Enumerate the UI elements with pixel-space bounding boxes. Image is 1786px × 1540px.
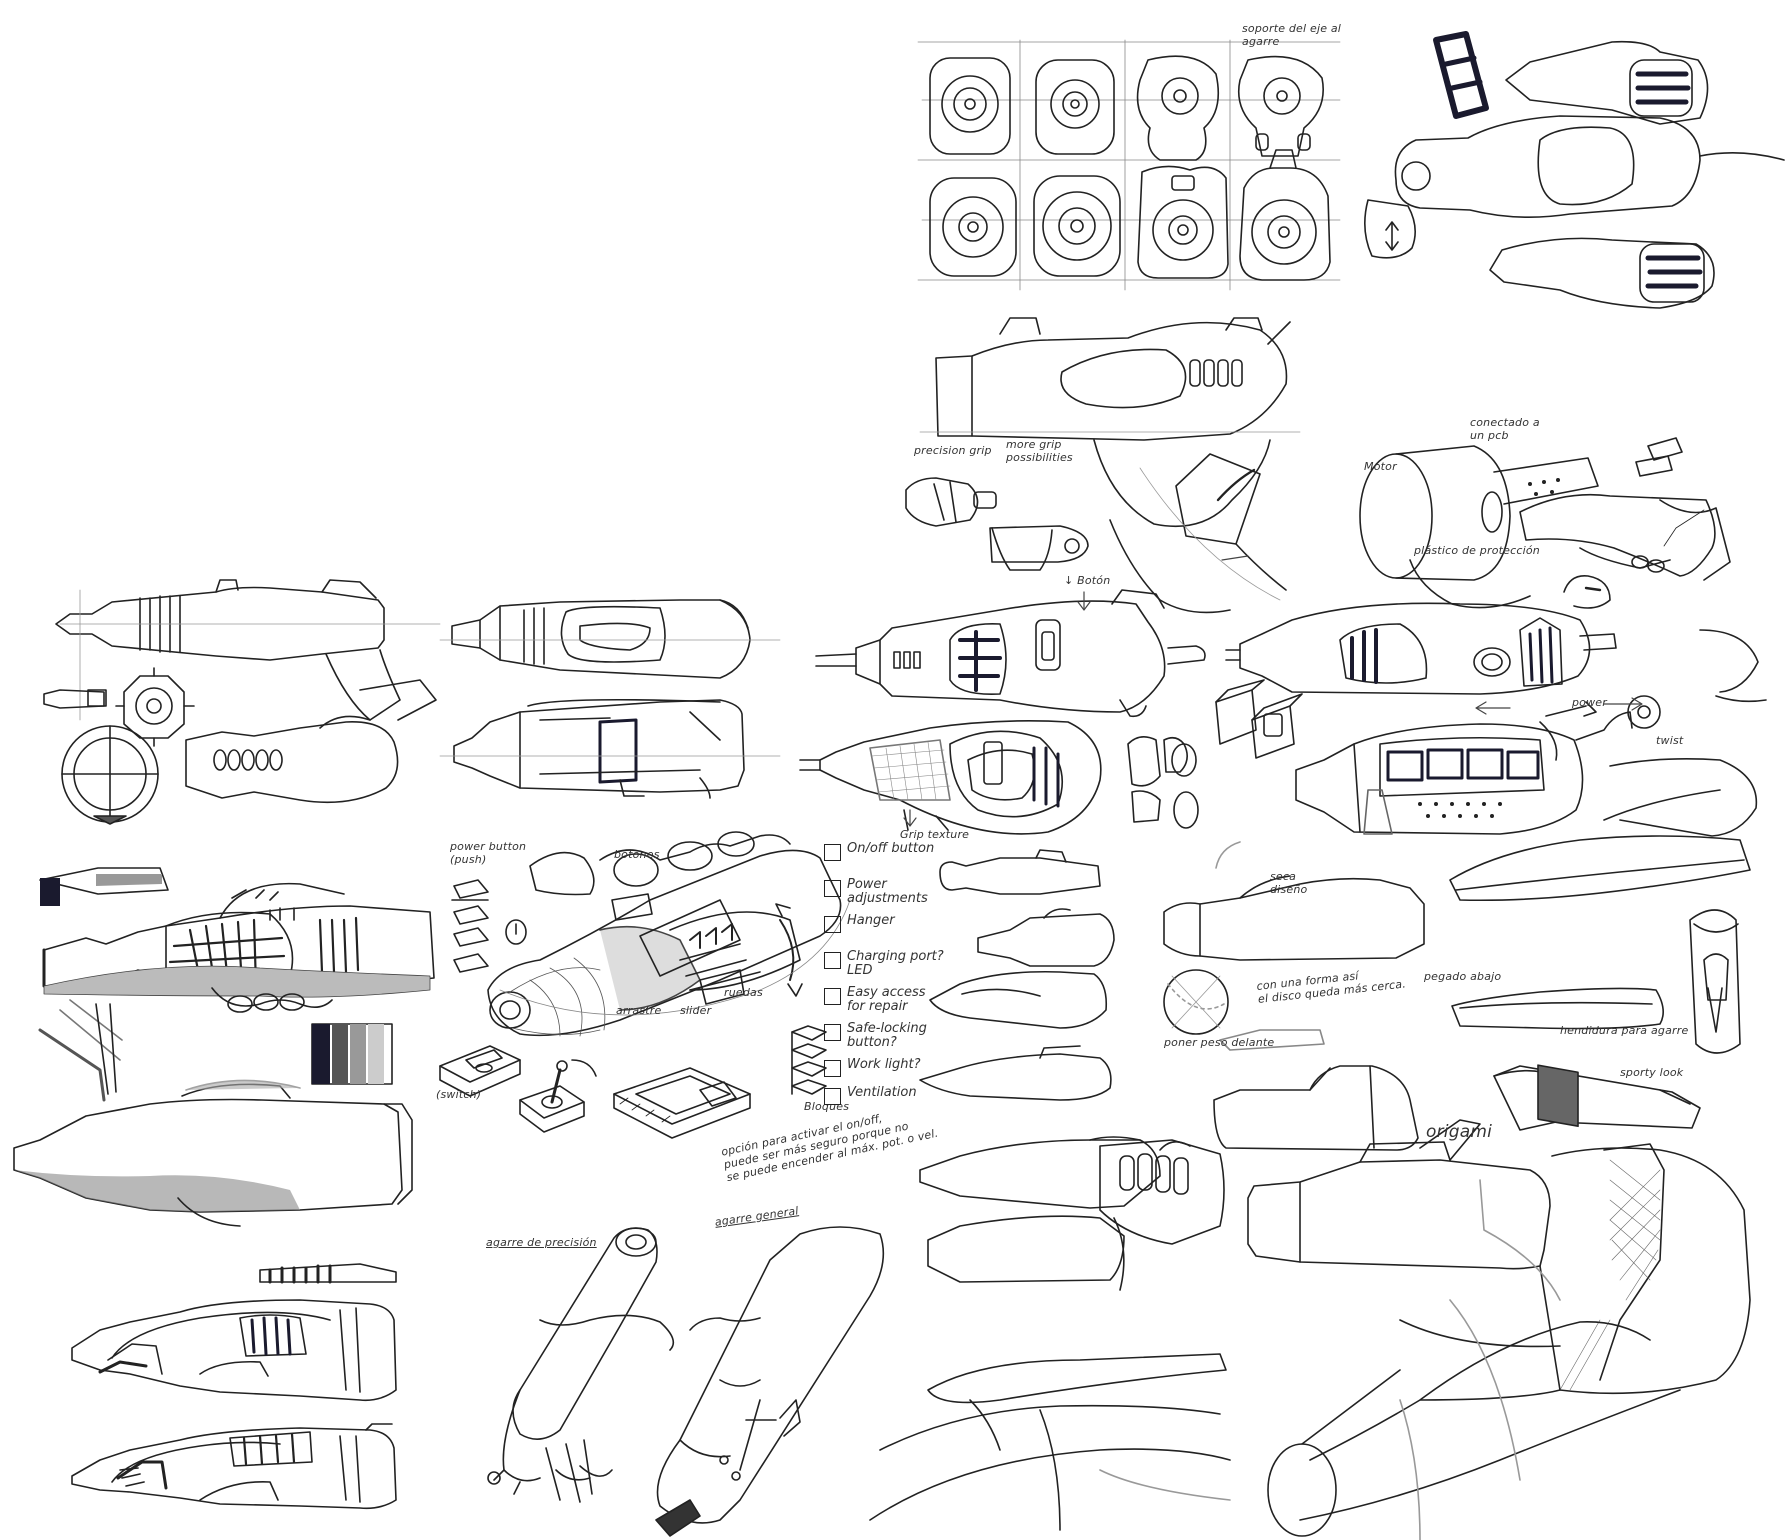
checklist-label: Ventilation: [847, 1085, 917, 1100]
grid-cross-section-sketches: [917, 39, 1341, 291]
left-tool-sketch-1: [43, 579, 441, 825]
checklist-label: Safe-locking button?: [847, 1021, 927, 1050]
checklist-item: Work light?: [824, 1058, 944, 1086]
checklist-item: On/off button: [824, 842, 944, 878]
cross-section-2: [1035, 59, 1115, 155]
annotation-arrastre: arrastre: [616, 1004, 662, 1017]
dremel-grip-sketch-bottom: [919, 1136, 1225, 1291]
left-tool-sketch-2: [185, 715, 399, 804]
sweeping-form-sketches: [869, 1353, 1231, 1531]
cross-section-1: [929, 57, 1011, 155]
annotation-hendidura: hendidura para agarre: [1560, 1024, 1689, 1037]
cross-section-3: [1136, 55, 1220, 161]
annotation-poner-peso: poner peso delante: [1164, 1036, 1275, 1049]
small-grip-sketches: [905, 477, 1089, 571]
tool-sketch-top-right-1: [1505, 40, 1709, 125]
checkbox: [824, 916, 841, 933]
checkbox: [824, 1024, 841, 1041]
dremel-tool-sketch-4-dotted: [1295, 695, 1661, 835]
checkbox: [824, 988, 841, 1005]
cross-section-4: [1237, 55, 1324, 157]
battery-block-sketches: [1127, 679, 1303, 829]
annotation-pegado-abajo: pegado abajo: [1424, 970, 1502, 983]
dremel-tool-sketch-2: [1225, 575, 1617, 695]
annotation-conectado: conectado a un pcb: [1470, 416, 1540, 442]
annotation-motor: Motor: [1364, 460, 1397, 473]
annotation-grip-texture: Grip texture: [900, 828, 970, 841]
annotation-slider: slider: [680, 1004, 712, 1017]
annotation-more-grip: more grip possibilities: [1006, 438, 1073, 464]
annotation-precision-grip: precision grip: [914, 444, 992, 457]
checkbox: [824, 844, 841, 861]
annotation-plastico: plástico de protección: [1414, 544, 1540, 557]
cross-section-8: [1239, 149, 1331, 281]
rotary-tool-perspective-sketch: [487, 831, 851, 1037]
checkbox: [824, 1088, 841, 1105]
stripe-strip-sketch: [259, 1263, 397, 1284]
cross-section-5: [929, 177, 1017, 277]
checklist-label: Easy access for repair: [847, 985, 926, 1014]
annotation-sporty-look: sporty look: [1620, 1066, 1684, 1079]
checkbox: [824, 1060, 841, 1077]
cross-section-7: [1137, 165, 1229, 279]
pistol-tool-sketch: [919, 317, 1301, 614]
hand-grip-sketches-bottom: [487, 1226, 885, 1537]
dremel-tool-sketch-1: [815, 589, 1206, 718]
checklist-item: Easy access for repair: [824, 986, 944, 1022]
power-button-sketches: [451, 851, 595, 973]
form-study-sketches-center-right: [1163, 841, 1425, 1151]
tool-sketch-top-right-2: [1364, 115, 1785, 259]
bracket-grip-sketch: [1433, 31, 1489, 119]
bottle-sketches-center: [919, 849, 1115, 1101]
checklist-item: Hanger: [824, 914, 944, 950]
switch-and-slider-sketches: [439, 1045, 751, 1139]
checklist-label: Work light?: [847, 1057, 921, 1072]
checklist-label: Power adjustments: [847, 877, 928, 906]
bottle-form-sketch-left: [13, 999, 413, 1227]
left-tool-sketch-3: [439, 599, 781, 679]
left-tool-sketch-4: [439, 698, 781, 799]
annotation-bloques: Bloques: [804, 1100, 850, 1113]
annotation-twist: twist: [1656, 734, 1684, 747]
left-bottom-tool-2: [71, 1423, 397, 1510]
curved-form-sketches-right: [1603, 629, 1767, 837]
motor-pcb-sketch: [1359, 437, 1731, 609]
checklist-item: Ventilation: [824, 1086, 944, 1122]
feature-checklist: On/off button Power adjustments Hanger C…: [824, 842, 944, 1122]
tool-sketch-top-right-3: [1489, 237, 1715, 309]
shaded-tool-sketch-left: [39, 867, 435, 1013]
checklist-label: Charging port? LED: [847, 949, 944, 978]
cross-section-6: [1033, 175, 1121, 277]
annotation-ruedas: ruedas: [724, 986, 763, 999]
annotation-power-button: power button (push): [450, 840, 527, 866]
origami-tool-sketch: [1247, 1119, 1751, 1540]
annotation-agarre-precision: agarre de precisión: [486, 1236, 597, 1249]
curved-form-sketches-right-column: [1449, 835, 1751, 1131]
annotation-origami: origami: [1426, 1122, 1493, 1142]
checklist-label: Hanger: [847, 913, 895, 928]
checklist-item: Power adjustments: [824, 878, 944, 914]
dremel-tool-sketch-3: [799, 720, 1102, 835]
block-sketches-checklist: [791, 1025, 827, 1095]
checkbox: [824, 880, 841, 897]
annotation-boton: ↓ Botón: [1064, 574, 1111, 587]
annotation-arrows: [903, 555, 1643, 827]
annotation-soporte: soporte del eje al agarre: [1242, 22, 1342, 48]
checkbox: [824, 952, 841, 969]
left-bottom-tool-1: [71, 1299, 397, 1402]
checklist-label: On/off button: [847, 841, 935, 856]
annotation-switch: (switch): [436, 1088, 482, 1101]
annotation-botones: botones: [614, 848, 660, 861]
annotation-power: power: [1572, 696, 1607, 709]
marker-swatch-left: [311, 1023, 393, 1085]
checklist-item: Charging port? LED: [824, 950, 944, 986]
annotation-seca-diseno: seca diseño: [1270, 870, 1308, 896]
checklist-item: Safe-locking button?: [824, 1022, 944, 1058]
